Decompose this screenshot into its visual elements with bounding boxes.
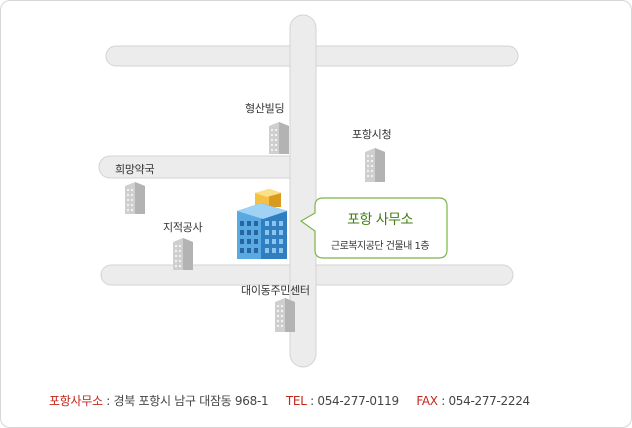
fax-value: : 054-277-2224 [437,394,530,408]
building-icon [125,182,145,214]
tel-value: : 054-277-0119 [306,394,399,408]
building-icon [269,122,289,154]
office-address: : 경북 포항시 남구 대잠동 968-1 [102,394,269,408]
office-building-icon [237,189,287,259]
daei-dong-center-label: 대이동주민센터 [241,284,310,297]
tel-label: TEL [285,394,307,408]
building-icon [173,238,193,270]
contact-footer: 포항사무소 : 경북 포항시 남구 대잠동 968-1 TEL : 054-27… [49,392,530,409]
office-label: 포항사무소 [49,394,103,408]
building-icon [365,148,385,182]
pohang-city-hall-label: 포항시청 [352,128,392,141]
hyeongsan-building-label: 형산빌딩 [245,102,285,115]
building-icon [275,298,295,332]
jijeok-corp-label: 지적공사 [163,221,203,234]
huimang-pharmacy-label: 희망약국 [115,163,155,176]
office-name: 포항 사무소 [347,212,413,228]
office-callout: 포항 사무소 근로복지공단 건물내 1층 [299,197,448,259]
fax-label: FAX [416,394,438,408]
callout-bubble [299,197,448,259]
office-detail: 근로복지공단 건물내 1층 [330,241,430,252]
